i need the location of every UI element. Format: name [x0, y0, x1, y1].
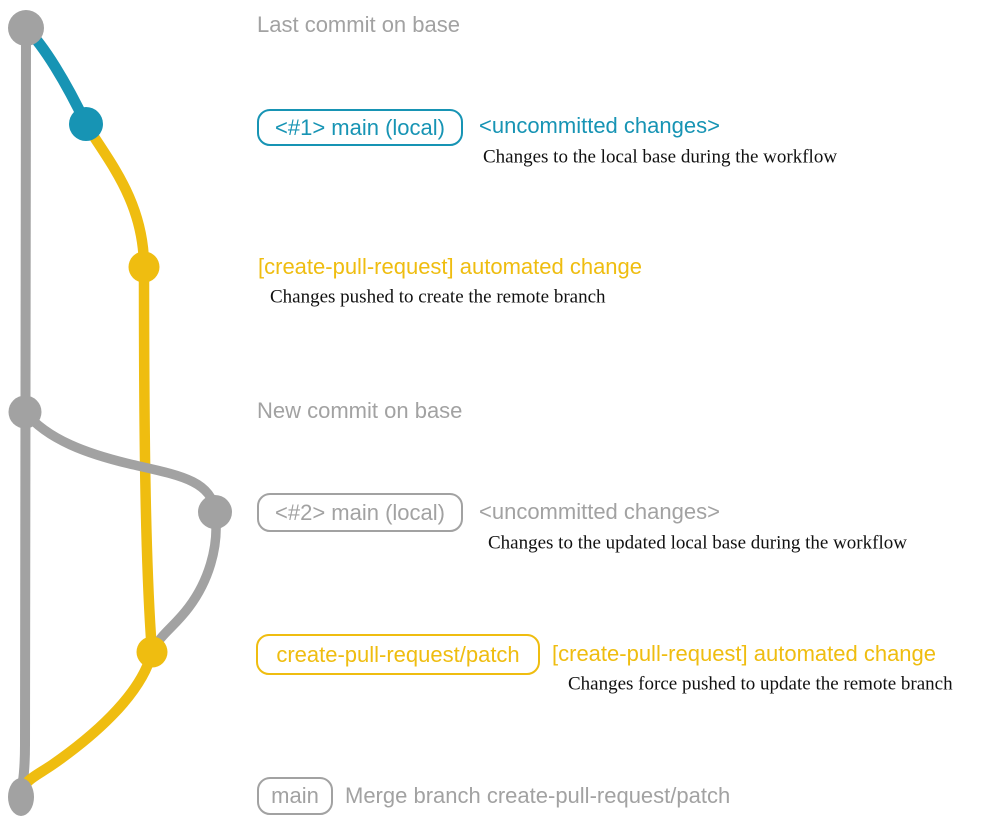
uncommitted-changes-label-2: <uncommitted changes>	[479, 499, 720, 524]
new-commit-caption: New commit on base	[257, 398, 463, 423]
commit-node-push1	[128, 251, 160, 283]
commit-node-local2	[198, 495, 232, 529]
commit-node-local1	[69, 107, 103, 141]
automated-change-title-2: [create-pull-request] automated change	[552, 641, 937, 666]
local2-note: Changes to the updated local base during…	[488, 532, 907, 554]
branch-badge-create-pull-request-patch: create-pull-request/patch	[256, 634, 540, 675]
branch-badge-main-local-1: <#1> main (local)	[257, 109, 463, 146]
commit-node-last-base	[8, 10, 44, 46]
push2-note: Changes force pushed to update the remot…	[568, 673, 953, 695]
branch-badge-main: main	[257, 777, 333, 815]
remote-branch-line-vertical	[138, 261, 158, 658]
last-commit-caption: Last commit on base	[257, 12, 460, 37]
local-branch2-line-out	[20, 407, 220, 517]
commit-node-merge	[8, 778, 34, 816]
git-graph	[8, 10, 232, 816]
commit-node-push2	[136, 636, 168, 668]
remote-branch-line-upper	[80, 118, 150, 273]
merge-message: Merge branch create-pull-request/patch	[345, 783, 731, 808]
automated-change-title-1: [create-pull-request] automated change	[258, 254, 643, 279]
branch-badge-main-local-2: <#2> main (local)	[257, 493, 463, 532]
uncommitted-changes-label-1: <uncommitted changes>	[479, 113, 720, 138]
merge-line	[16, 646, 158, 799]
push1-note: Changes pushed to create the remote bran…	[270, 286, 606, 308]
local1-note: Changes to the local base during the wor…	[483, 146, 838, 168]
commit-node-new-base	[8, 395, 42, 429]
local-branch2-line-in	[148, 507, 221, 655]
